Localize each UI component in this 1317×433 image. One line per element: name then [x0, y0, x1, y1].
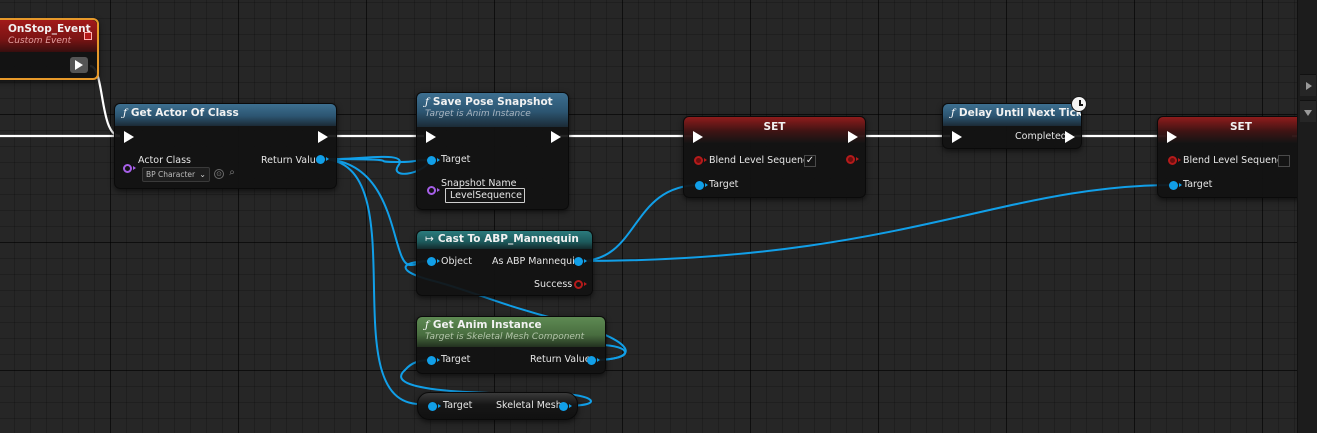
save-pose-exec-in-pin[interactable]	[426, 131, 436, 143]
set2-exec-in-pin[interactable]	[1167, 131, 1177, 143]
panel-options-button[interactable]	[1300, 100, 1316, 122]
chevron-down-icon: ⌄	[199, 170, 206, 179]
cast-success-pin[interactable]	[574, 280, 587, 289]
onstop-event-node[interactable]: OnStop_Event Custom Event	[0, 18, 99, 80]
get-anim-target-pin[interactable]	[427, 356, 440, 365]
wire-return-to-target	[320, 158, 431, 164]
set-blend-false-node[interactable]: SET Blend Level Sequence Target	[1157, 116, 1305, 198]
set1-blend-label: Blend Level Sequence	[709, 155, 815, 166]
event-delegate-pin[interactable]	[84, 32, 92, 40]
delay-title: Delay Until Next Tick	[958, 107, 1081, 119]
actor-class-pin[interactable]	[123, 164, 136, 173]
get-actor-exec-in-pin[interactable]	[124, 131, 134, 143]
get-actor-return-value-pin[interactable]	[316, 155, 329, 164]
wire-cast-to-set2-target	[579, 184, 1174, 262]
set1-target-label: Target	[709, 179, 739, 190]
delay-completed-label: Completed	[1015, 131, 1067, 142]
skel-mesh-out-pin[interactable]	[559, 402, 572, 411]
wire-cast-to-set1-target	[579, 184, 701, 262]
get-anim-target-label: Target	[441, 354, 471, 365]
expand-panel-button[interactable]	[1300, 74, 1316, 96]
cast-icon: ↦	[425, 233, 434, 245]
snapshot-name-pin[interactable]	[427, 186, 440, 195]
get-anim-return-label: Return Value	[530, 354, 591, 365]
set-blend-true-node[interactable]: SET Blend Level Sequence ✓ Target	[683, 116, 866, 198]
cast-header: ↦Cast To ABP_Mannequin	[417, 231, 592, 249]
wire-anim-return-to-cast-object	[404, 260, 627, 361]
wire-return-to-save-target-loop	[329, 155, 431, 175]
snapshot-name-input[interactable]: LevelSequence	[445, 188, 525, 203]
cast-as-abp-mannequin-pin[interactable]	[574, 257, 587, 266]
skel-target-pin[interactable]	[428, 402, 441, 411]
get-anim-return-value-pin[interactable]	[587, 356, 600, 365]
set2-blend-label: Blend Level Sequence	[1183, 155, 1289, 166]
wire-return-to-object	[320, 158, 431, 267]
get-actor-exec-out-pin[interactable]	[318, 131, 328, 143]
save-pose-target-label: Target	[441, 154, 471, 165]
get-anim-subtitle: Target is Skeletal Mesh Component	[425, 332, 585, 342]
set2-blend-checkbox[interactable]	[1278, 155, 1290, 167]
function-icon: ƒ	[425, 96, 429, 108]
cast-title: Cast To ABP_Mannequin	[437, 233, 579, 245]
get-anim-title: Get Anim Instance	[432, 319, 542, 331]
save-pose-target-pin[interactable]	[427, 156, 440, 165]
cast-success-label: Success	[534, 279, 573, 290]
onstop-event-subtitle: Custom Event	[8, 36, 72, 46]
chevron-right-icon	[1306, 82, 1312, 90]
wire-skel-to-anim-target	[400, 359, 592, 407]
set1-blend-checkbox[interactable]: ✓	[804, 155, 816, 167]
onstop-exec-out-pin[interactable]	[70, 57, 88, 73]
cast-object-label: Object	[441, 256, 472, 267]
browse-icon[interactable]: ⊙	[214, 169, 224, 179]
chevron-down-icon	[1304, 110, 1312, 116]
cast-to-abp-mannequin-node[interactable]: ↦Cast To ABP_Mannequin Object As ABP Man…	[416, 230, 593, 296]
actor-class-label: Actor Class	[138, 155, 192, 166]
function-icon: ƒ	[123, 107, 127, 119]
set1-exec-in-pin[interactable]	[693, 131, 703, 143]
delay-exec-in-pin[interactable]	[952, 131, 962, 143]
set1-title: SET	[763, 121, 786, 133]
set2-blend-in-pin[interactable]	[1168, 156, 1181, 165]
latent-clock-icon	[1071, 96, 1087, 112]
actor-class-value: BP Character	[146, 170, 196, 179]
skel-mesh-label: Skeletal Mesh	[496, 400, 562, 411]
cast-object-pin[interactable]	[427, 257, 440, 266]
onstop-event-header: OnStop_Event Custom Event	[0, 20, 97, 52]
set1-target-pin[interactable]	[695, 181, 708, 190]
function-icon: ƒ	[951, 107, 955, 119]
get-actor-title: Get Actor Of Class	[130, 107, 239, 119]
save-pose-subtitle: Target is Anim Instance	[425, 109, 531, 119]
set1-blend-in-pin[interactable]	[694, 156, 707, 165]
onstop-event-title: OnStop_Event	[8, 23, 91, 35]
set1-header: SET	[684, 117, 865, 143]
snapshot-name-label: Snapshot Name	[441, 178, 517, 189]
skel-target-label: Target	[443, 400, 473, 411]
function-icon: ƒ	[425, 319, 429, 331]
set1-blend-out-pin[interactable]	[846, 155, 859, 164]
set2-target-label: Target	[1183, 179, 1213, 190]
actor-class-dropdown[interactable]: BP Character ⌄	[142, 167, 210, 182]
search-icon[interactable]: ⌕	[229, 167, 235, 178]
set2-title: SET	[1230, 121, 1252, 133]
set2-target-pin[interactable]	[1169, 181, 1182, 190]
cast-as-label: As ABP Mannequin	[492, 256, 581, 267]
set1-exec-out-pin[interactable]	[848, 131, 858, 143]
save-pose-title: Save Pose Snapshot	[432, 96, 553, 108]
right-side-panel	[1297, 0, 1317, 433]
delay-completed-exec-out-pin[interactable]	[1065, 131, 1075, 143]
set2-header: SET	[1158, 117, 1304, 143]
save-pose-exec-out-pin[interactable]	[551, 131, 561, 143]
return-value-label: Return Value	[261, 155, 322, 166]
skeletal-mesh-getter-node[interactable]: Target Skeletal Mesh	[417, 392, 578, 420]
